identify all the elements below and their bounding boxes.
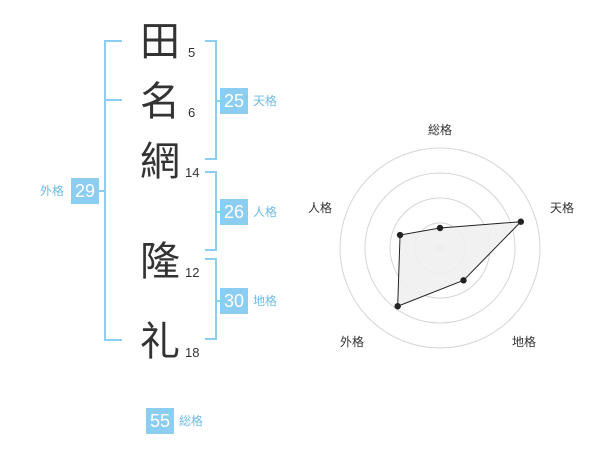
axis-label-tenkaku: 天格 <box>550 200 574 215</box>
stroke-count-4: 12 <box>185 265 200 280</box>
chikaku-badge: 30 <box>220 288 248 314</box>
stroke-count-2: 6 <box>188 105 196 120</box>
name-char-5: 礼 <box>140 319 180 365</box>
jinkaku-badge: 26 <box>220 199 248 225</box>
radar-point-3 <box>460 277 467 284</box>
radar-ring-4 <box>339 147 541 349</box>
gaikaku-bracket-connector <box>98 190 106 192</box>
name-char-3: 網 <box>140 139 180 185</box>
chikaku-bracket <box>205 258 217 340</box>
tenkaku-bracket-connector <box>215 100 221 102</box>
gaikaku-bracket-divider <box>104 99 122 101</box>
radar-polygon <box>397 221 523 307</box>
name-char-1: 田 <box>140 19 180 65</box>
name-char-2: 名 <box>140 79 180 125</box>
jinkaku-bracket-connector <box>215 211 221 213</box>
radar-point-2 <box>517 218 525 225</box>
axis-label-gaikaku: 外格 <box>340 334 364 349</box>
axis-label-chikaku: 地格 <box>512 334 536 349</box>
axis-label-soukaku: 総格 <box>428 122 452 137</box>
radar-point-1 <box>436 224 444 232</box>
tenkaku-label: 天格 <box>253 94 278 108</box>
radar-point-5 <box>396 231 404 239</box>
soukaku-label: 総格 <box>179 414 204 428</box>
stroke-count-3: 14 <box>185 165 200 180</box>
gaikaku-badge: 29 <box>71 178 99 204</box>
stroke-count-5: 18 <box>185 345 200 360</box>
chikaku-bracket-connector <box>215 300 221 302</box>
fortune-radar-chart: 総格 天格 地格 外格 人格 <box>308 122 574 349</box>
gaikaku-bracket <box>104 40 122 341</box>
gaikaku-label: 外格 <box>40 184 65 198</box>
chikaku-label: 地格 <box>253 294 278 308</box>
radar-point-4 <box>394 303 401 310</box>
radar-ring-3 <box>364 172 516 324</box>
stroke-count-1: 5 <box>188 45 196 60</box>
name-char-4: 隆 <box>140 239 180 285</box>
axis-label-jinkaku: 人格 <box>308 200 332 215</box>
soukaku-badge: 55 <box>146 408 174 434</box>
jinkaku-label: 人格 <box>253 205 278 219</box>
tenkaku-badge: 25 <box>220 88 248 114</box>
